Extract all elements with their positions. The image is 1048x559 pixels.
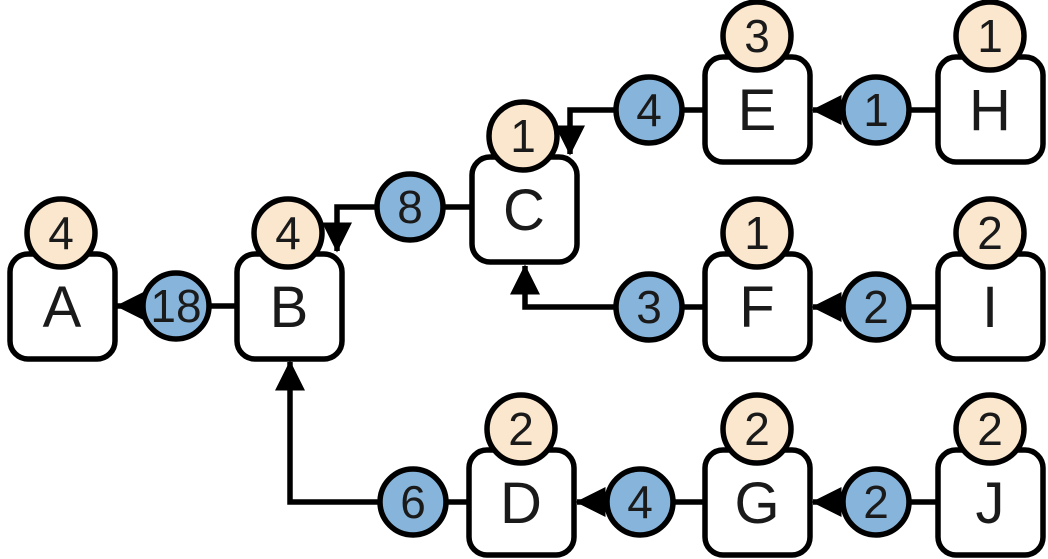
edge-I-F-value-badge	[840, 271, 912, 343]
node-I: I 2	[935, 196, 1046, 362]
edge-H-E: 1	[811, 74, 938, 146]
node-F-count-badge	[720, 196, 794, 270]
node-E: E 3	[702, 0, 813, 165]
node-I-count-badge	[953, 196, 1027, 270]
node-E-label: E	[738, 78, 777, 143]
node-H-label: H	[969, 78, 1011, 143]
node-C-count: 1	[510, 110, 536, 162]
node-H-count-badge	[953, 0, 1027, 73]
node-J-count-badge	[953, 392, 1027, 466]
node-I-count: 2	[977, 207, 1003, 259]
edge-F-C: 3	[509, 264, 705, 343]
node-A-count-badge	[24, 196, 98, 270]
edge-J-G-value: 2	[863, 476, 889, 528]
edge-B-A-value: 18	[150, 280, 201, 332]
edge-C-B-value-badge	[374, 171, 446, 243]
node-C-count-badge	[486, 99, 560, 173]
node-C: C 1	[469, 99, 580, 265]
edge-B-A: 18	[115, 270, 237, 342]
node-G: G 2	[702, 392, 813, 558]
edge-I-F: 2	[811, 271, 938, 343]
node-B-count-badge	[251, 196, 325, 270]
edge-D-B-value-badge	[377, 466, 449, 538]
edge-C-B-value: 8	[397, 181, 423, 233]
edge-I-F-value: 2	[863, 281, 889, 333]
node-F: F 1	[702, 196, 813, 362]
node-B-label: B	[270, 275, 309, 340]
edge-F-C-value: 3	[636, 281, 662, 333]
edge-E-C-value-badge	[613, 74, 685, 146]
node-G-count-badge	[720, 392, 794, 466]
node-I-label: I	[982, 275, 998, 340]
edge-G-D: 4	[575, 466, 705, 538]
node-D: D 2	[466, 392, 577, 558]
edge-E-C: 4	[554, 74, 705, 156]
edge-D-B-line	[274, 360, 469, 505]
node-H: H 1	[935, 0, 1046, 165]
node-E-count-badge	[720, 0, 794, 73]
node-E-count: 3	[744, 10, 770, 62]
node-A-count: 4	[48, 207, 74, 259]
node-D-label: D	[500, 471, 542, 536]
edge-D-B: 6	[274, 360, 469, 538]
edge-C-B: 8	[321, 171, 472, 253]
edge-F-C-value-badge	[613, 271, 685, 343]
edge-D-B-value: 6	[400, 476, 426, 528]
node-B: B 4	[234, 196, 345, 362]
edge-H-E-value: 1	[863, 84, 889, 136]
node-J: J 2	[935, 392, 1046, 558]
node-D-count-badge	[484, 392, 558, 466]
edge-G-D-value-badge	[604, 466, 676, 538]
node-H-count: 1	[977, 10, 1003, 62]
node-C-label: C	[503, 178, 545, 243]
node-A-label: A	[43, 275, 82, 340]
node-J-count: 2	[977, 403, 1003, 455]
node-D-count: 2	[508, 403, 534, 455]
node-G-count: 2	[744, 403, 770, 455]
node-J-label: J	[976, 471, 1005, 536]
node-G-label: G	[734, 471, 779, 536]
edge-B-A-value-badge	[140, 270, 212, 342]
edge-J-G-value-badge	[840, 466, 912, 538]
edge-G-D-value: 4	[627, 476, 653, 528]
node-B-count: 4	[275, 207, 301, 259]
edge-J-G: 2	[811, 466, 938, 538]
node-F-label: F	[739, 275, 774, 340]
edge-H-E-value-badge	[840, 74, 912, 146]
edge-E-C-value: 4	[636, 84, 662, 136]
node-A: A 4	[7, 196, 118, 362]
node-F-count: 1	[744, 207, 770, 259]
